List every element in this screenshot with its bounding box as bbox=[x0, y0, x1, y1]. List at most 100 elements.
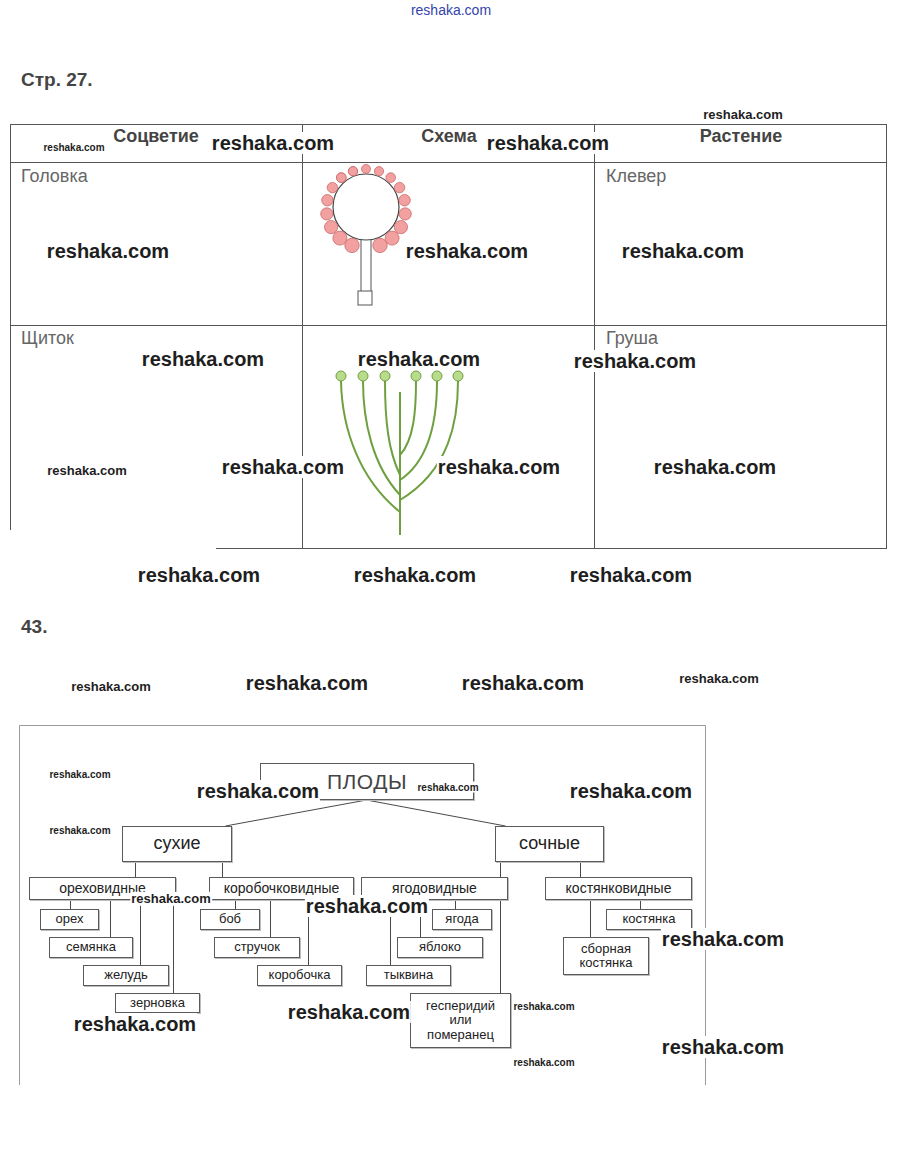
fruit-box: ягода bbox=[432, 909, 492, 930]
connector-line bbox=[500, 862, 501, 877]
exercise-number: 43. bbox=[20, 617, 48, 638]
watermark: reshaka.com bbox=[137, 564, 261, 586]
watermark: reshaka.com bbox=[405, 240, 529, 262]
connector-line bbox=[110, 900, 111, 937]
fruit-box: тыквина bbox=[366, 965, 451, 986]
group-box: сочные bbox=[495, 826, 604, 862]
flower-dot bbox=[325, 221, 338, 234]
node-text: ПЛОДЫ bbox=[327, 770, 407, 793]
watermark: reshaka.com bbox=[702, 108, 784, 122]
connector-line bbox=[270, 900, 271, 937]
fruit-box: зерновка bbox=[115, 993, 200, 1013]
watermark: reshaka.com bbox=[569, 780, 693, 802]
fruit-box: костянка bbox=[606, 909, 692, 930]
watermark: reshaka.com bbox=[70, 680, 152, 694]
watermark: reshaka.com bbox=[46, 240, 170, 262]
node-text: сухие bbox=[153, 834, 200, 854]
node-text: тыквина bbox=[384, 968, 434, 982]
watermark: reshaka.com bbox=[221, 456, 345, 478]
node-text: сочные bbox=[519, 834, 580, 854]
watermark: reshaka.com bbox=[416, 782, 479, 793]
flower-dot bbox=[386, 173, 396, 183]
node-text: коробочка bbox=[269, 968, 331, 982]
node-text: стручок bbox=[234, 940, 280, 954]
watermark: reshaka.com bbox=[245, 672, 369, 694]
watermark: reshaka.com bbox=[661, 928, 785, 950]
flower-dot bbox=[337, 173, 347, 183]
watermark: reshaka.com bbox=[357, 348, 481, 370]
node-text: яблоко bbox=[419, 940, 461, 954]
connector-line bbox=[135, 862, 136, 877]
table-cell: Головка bbox=[20, 167, 89, 187]
watermark: reshaka.com bbox=[196, 780, 320, 802]
flower-dot bbox=[333, 231, 347, 245]
node-text: семянка bbox=[66, 940, 116, 954]
node-text: боб bbox=[219, 912, 241, 926]
watermark: reshaka.com bbox=[461, 672, 585, 694]
node-text: ягодовидные bbox=[392, 881, 477, 896]
fruit-box: орех bbox=[40, 909, 99, 930]
fruit-box: боб bbox=[200, 909, 260, 930]
watermark: reshaka.com bbox=[512, 1057, 575, 1068]
flower-dot bbox=[348, 167, 357, 176]
connector-line bbox=[222, 862, 223, 877]
node-text: коробочковидные bbox=[224, 881, 340, 896]
fruit-box: гесперидий или померанец bbox=[410, 993, 511, 1048]
flower-dot bbox=[327, 182, 337, 192]
table-cell: Груша bbox=[605, 329, 659, 349]
watermark: reshaka.com bbox=[141, 348, 265, 370]
fruit-box: желудь bbox=[83, 965, 169, 986]
watermark: reshaka.com bbox=[73, 1013, 197, 1035]
flower-dot bbox=[373, 238, 387, 252]
watermark: reshaka.com bbox=[678, 672, 760, 686]
watermark: reshaka.com bbox=[653, 456, 777, 478]
connector-line bbox=[500, 900, 501, 993]
diagram-frame bbox=[20, 726, 706, 1086]
table-header: Соцветие bbox=[112, 127, 200, 147]
connector-line bbox=[140, 900, 141, 965]
connector-line bbox=[70, 900, 71, 909]
watermark: reshaka.com bbox=[437, 456, 561, 478]
connector-line bbox=[590, 900, 591, 937]
connector-line bbox=[580, 862, 581, 877]
watermark: reshaka.com bbox=[621, 240, 745, 262]
watermark: reshaka.com bbox=[211, 132, 335, 154]
flower-dot bbox=[348, 167, 357, 176]
clover-head-scheme bbox=[321, 165, 412, 306]
table-cell: Щиток bbox=[20, 329, 75, 349]
watermark: reshaka.com bbox=[353, 564, 477, 586]
flower-dot bbox=[337, 173, 347, 183]
fruit-box: сборная костянка bbox=[563, 937, 649, 975]
connector-line bbox=[226, 800, 367, 826]
watermark: reshaka.com bbox=[42, 142, 105, 153]
node-text: гесперидий или померанец bbox=[415, 999, 506, 1042]
node-text: сборная костянка bbox=[568, 942, 644, 971]
table-header: Растение bbox=[699, 127, 784, 147]
connector-line bbox=[235, 900, 236, 909]
watermark: reshaka.com bbox=[661, 1036, 785, 1058]
connector-line bbox=[455, 900, 456, 909]
watermark: reshaka.com bbox=[48, 769, 111, 780]
node-text: желудь bbox=[104, 968, 148, 982]
flower-dot bbox=[399, 195, 410, 206]
subgroup-box: костянковидные bbox=[545, 877, 692, 900]
watermark: reshaka.com bbox=[573, 350, 697, 372]
connector-line bbox=[367, 800, 506, 826]
node-text: ягода bbox=[445, 912, 478, 926]
watermark: reshaka.com bbox=[569, 564, 693, 586]
table-grid bbox=[10, 124, 887, 549]
table-cell: Клевер bbox=[605, 167, 667, 187]
corymb-scheme bbox=[336, 371, 463, 535]
watermark: reshaka.com bbox=[305, 895, 429, 917]
flower-dot bbox=[394, 221, 407, 234]
fruit-box: коробочка bbox=[257, 965, 342, 986]
page-heading: Стр. 27. bbox=[20, 70, 94, 91]
watermark: reshaka.com bbox=[512, 1001, 575, 1012]
node-text: орех bbox=[56, 912, 84, 926]
watermark: reshaka.com bbox=[287, 1001, 411, 1023]
table-header: Схема bbox=[420, 127, 477, 147]
watermark: reshaka.com bbox=[130, 892, 212, 906]
watermark: reshaka.com bbox=[48, 825, 111, 836]
